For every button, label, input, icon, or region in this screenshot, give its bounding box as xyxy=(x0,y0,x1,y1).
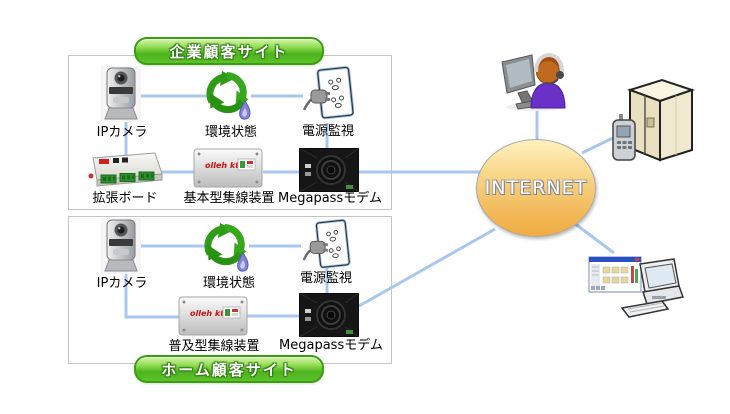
home-site-badge-label: ホーム顧客サイト xyxy=(161,360,297,379)
home-site-badge: ホーム顧客サイト xyxy=(134,355,324,383)
internet-label: INTERNET xyxy=(484,177,588,199)
ip-camera-label: IPカメラ xyxy=(96,125,148,140)
environment-recycle-icon xyxy=(206,70,254,128)
environment-recycle-icon-home xyxy=(204,222,252,280)
expansion-board-icon xyxy=(85,150,165,194)
megapass-modem-label: Megapassモデム xyxy=(278,191,382,206)
ip-camera-icon xyxy=(101,66,141,126)
enterprise-site-badge: 企業顧客サイト xyxy=(134,37,324,65)
ip-camera-label-home: IPカメラ xyxy=(96,276,148,291)
basic-concentrator-icon: olleh kt xyxy=(192,146,264,194)
basic-concentrator-label: 基本型集線装置 xyxy=(183,191,275,206)
megapass-modem-label-home: Megapassモデム xyxy=(279,338,383,353)
server-building-icon xyxy=(610,76,698,170)
expansion-board-label: 拡張ボード xyxy=(92,191,158,206)
power-monitor-icon xyxy=(302,65,355,128)
power-monitor-icon-home xyxy=(300,218,352,277)
concentrator-logo-text-home: olleh kt xyxy=(190,309,225,318)
power-monitor-label: 電源監視 xyxy=(301,124,355,139)
monitoring-pc-icon xyxy=(588,252,688,324)
environment-label: 環境状態 xyxy=(204,125,258,140)
concentrator-logo-text: olleh kt xyxy=(205,161,240,170)
power-monitor-label-home: 電源監視 xyxy=(299,271,353,286)
popular-concentrator-label: 普及型集線装置 xyxy=(168,339,260,354)
ip-camera-icon-home xyxy=(101,218,141,278)
enterprise-site-badge-label: 企業顧客サイト xyxy=(169,42,289,61)
internet-cloud: INTERNET xyxy=(476,139,596,237)
megapass-modem-icon xyxy=(298,147,360,196)
app-window xyxy=(588,256,642,293)
environment-label-home: 環境状態 xyxy=(202,276,256,291)
operator-icon xyxy=(498,50,572,116)
popular-concentrator-icon: olleh kt xyxy=(177,294,249,342)
megapass-modem-icon-home xyxy=(298,292,360,341)
